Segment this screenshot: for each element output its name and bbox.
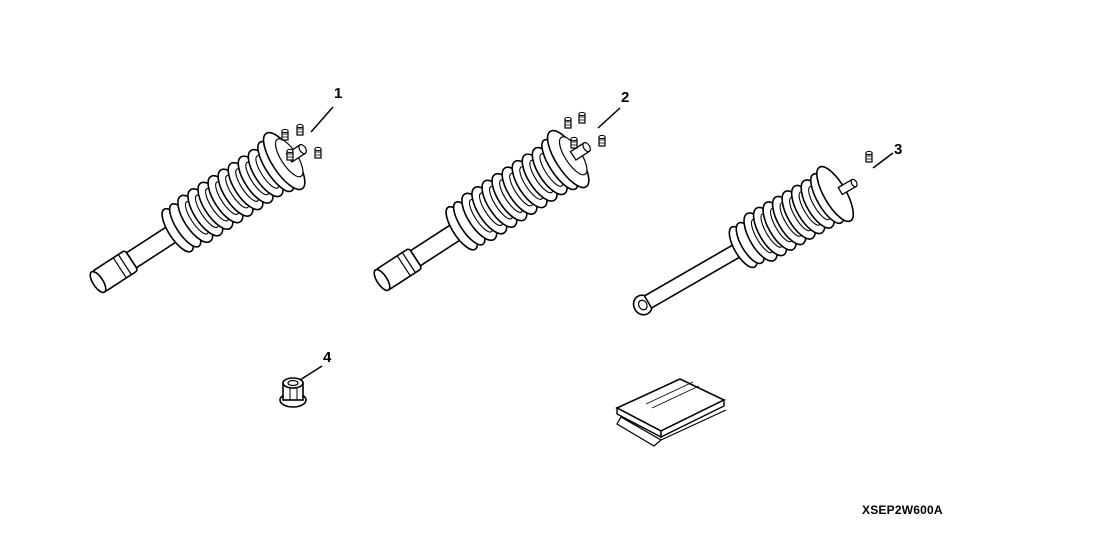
leader-line xyxy=(597,107,621,129)
instruction-booklet-icon xyxy=(615,378,727,447)
callout-1: 1 xyxy=(334,85,343,102)
callout-4: 4 xyxy=(323,349,332,366)
drawing-code: XSEP2W600A xyxy=(862,503,943,517)
strut-assembly-icon xyxy=(360,107,621,310)
leader-line xyxy=(299,365,323,381)
strut-assembly-icon xyxy=(76,106,334,312)
callout-2: 2 xyxy=(621,89,630,106)
flange-nut-icon xyxy=(279,365,323,408)
callout-3: 3 xyxy=(894,141,903,158)
leader-line xyxy=(872,152,894,169)
leader-line xyxy=(310,106,334,133)
shock-absorber-assembly-icon xyxy=(620,150,894,336)
